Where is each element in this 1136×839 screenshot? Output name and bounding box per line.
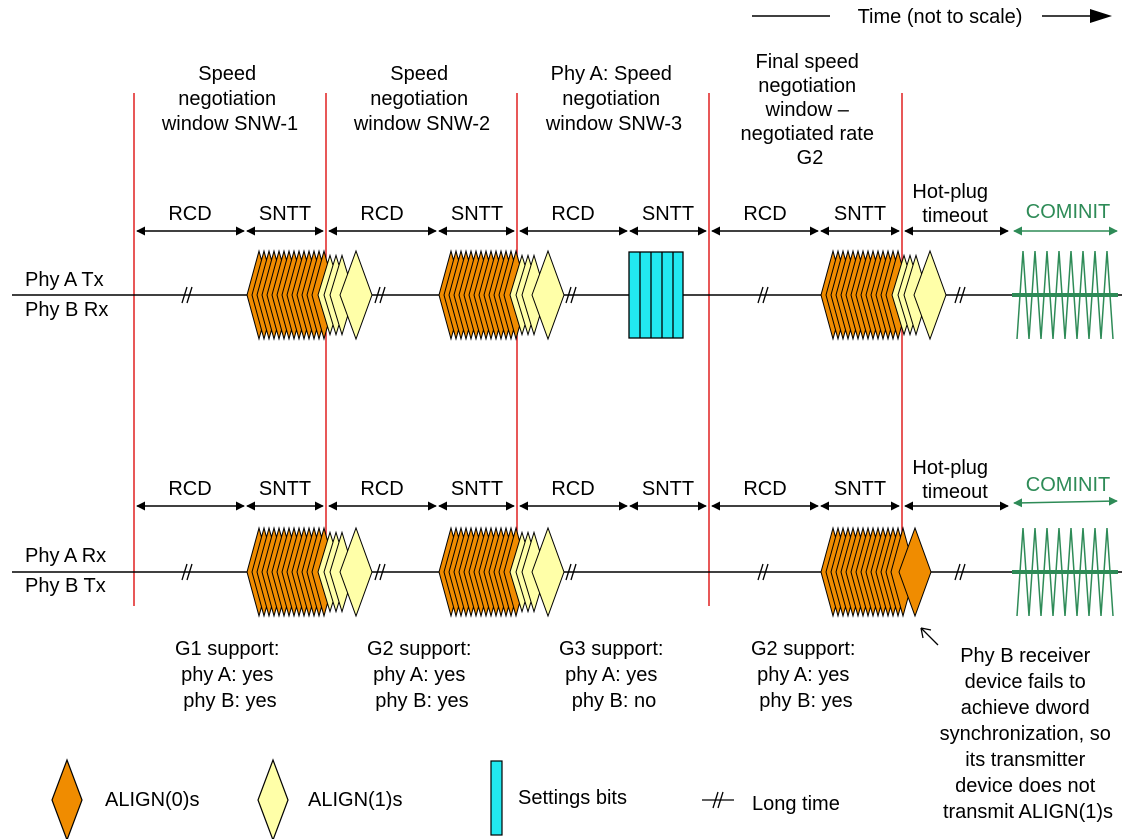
window-title-snw2: Speed negotiation window SNW-2 [353, 63, 490, 135]
cominit-label: COMINIT [1026, 201, 1110, 223]
callout-note: Phy B receiver device fails to achieve d… [940, 645, 1117, 823]
sntt-label: SNTT [834, 203, 886, 225]
cominit-label: COMINIT [1026, 474, 1110, 496]
rcd-label: RCD [551, 478, 594, 500]
sntt-label: SNTT [259, 203, 311, 225]
support-text-snw1: G1 support: phy A: yes phy B: yes [175, 638, 285, 712]
long-time-marks [181, 286, 966, 581]
align1-symbol [531, 526, 565, 618]
window-boundaries [133, 93, 903, 606]
long-time-mark [181, 286, 193, 304]
support-text-final: G2 support: phy A: yes phy B: yes [751, 638, 861, 712]
align0-symbol [898, 526, 932, 618]
rcd-label: RCD [551, 203, 594, 225]
sntt-label: SNTT [642, 478, 694, 500]
time-axis-label: Time (not to scale) [858, 6, 1023, 28]
hotplug-timeout-label: Hot-plug timeout [912, 181, 993, 227]
sntt-label: SNTT [259, 478, 311, 500]
time-axis: Time (not to scale) [752, 6, 1112, 28]
cominit-signal-bottom [1012, 527, 1118, 617]
rcd-label: RCD [168, 478, 211, 500]
align1-symbol [339, 526, 373, 618]
support-text-snw2: G2 support: phy A: yes phy B: yes [367, 638, 477, 712]
sntt-label: SNTT [451, 478, 503, 500]
support-text-snw3: G3 support: phy A: yes phy B: no [559, 638, 669, 712]
align1-symbol [339, 249, 373, 341]
align1-symbol [913, 249, 947, 341]
row-label-bottom-1: Phy A Rx [25, 545, 106, 567]
rcd-label: RCD [168, 203, 211, 225]
long-time-mark [757, 286, 769, 304]
legend-settings-symbol [490, 760, 503, 836]
row-label-top-1: Phy A Tx [25, 269, 104, 291]
long-time-mark [565, 563, 577, 581]
legend-align1-symbol [257, 758, 289, 839]
legend-align0-symbol [51, 758, 83, 839]
long-time-mark [181, 563, 193, 581]
row-top-symbols [246, 249, 947, 341]
legend-settings-label: Settings bits [518, 787, 627, 809]
sntt-label: SNTT [642, 203, 694, 225]
rcd-label: RCD [743, 478, 786, 500]
settings-bits-block [628, 251, 684, 339]
align1-symbol [531, 249, 565, 341]
legend-longtime-symbol [702, 791, 734, 809]
long-time-mark [565, 286, 577, 304]
window-title-snw1: Speed negotiation window SNW-1 [161, 63, 298, 135]
hotplug-timeout-label: Hot-plug timeout [912, 457, 993, 503]
row-label-bottom-2: Phy B Tx [25, 575, 106, 597]
rcd-label: RCD [743, 203, 786, 225]
legend-align1-label: ALIGN(1)s [308, 789, 402, 811]
long-time-mark [954, 563, 966, 581]
legend: ALIGN(0)s ALIGN(1)s Settings bits Long t… [51, 758, 840, 839]
rcd-label: RCD [360, 478, 403, 500]
long-time-mark [954, 286, 966, 304]
long-time-mark [374, 286, 386, 304]
row-bottom-symbols [246, 526, 932, 618]
legend-longtime-label: Long time [752, 793, 840, 815]
long-time-mark [757, 563, 769, 581]
sntt-label: SNTT [834, 478, 886, 500]
window-title-final: Final speed negotiation window – negotia… [741, 51, 880, 169]
rcd-label: RCD [360, 203, 403, 225]
callout-pointer [920, 627, 939, 646]
sntt-label: SNTT [451, 203, 503, 225]
row-label-top-2: Phy B Rx [25, 299, 108, 321]
legend-align0-label: ALIGN(0)s [105, 789, 199, 811]
cominit-signal-top [1012, 250, 1118, 340]
cominit-arrow-bottom [1013, 496, 1118, 508]
long-time-mark [374, 563, 386, 581]
window-title-snw3: Phy A: Speed negotiation window SNW-3 [545, 63, 682, 135]
time-axis-arrowhead [1090, 9, 1112, 23]
